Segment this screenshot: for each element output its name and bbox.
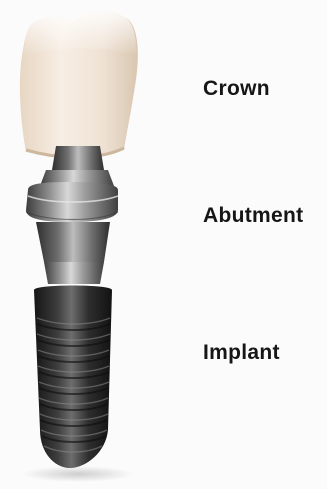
implant-illustration: [0, 0, 200, 489]
abutment-shape: [26, 146, 118, 284]
implant-shape: [34, 286, 112, 469]
crown-label: Crown: [203, 77, 270, 101]
crown-shape: [20, 12, 138, 158]
implant-label: Implant: [203, 341, 280, 365]
abutment-label: Abutment: [203, 204, 303, 228]
